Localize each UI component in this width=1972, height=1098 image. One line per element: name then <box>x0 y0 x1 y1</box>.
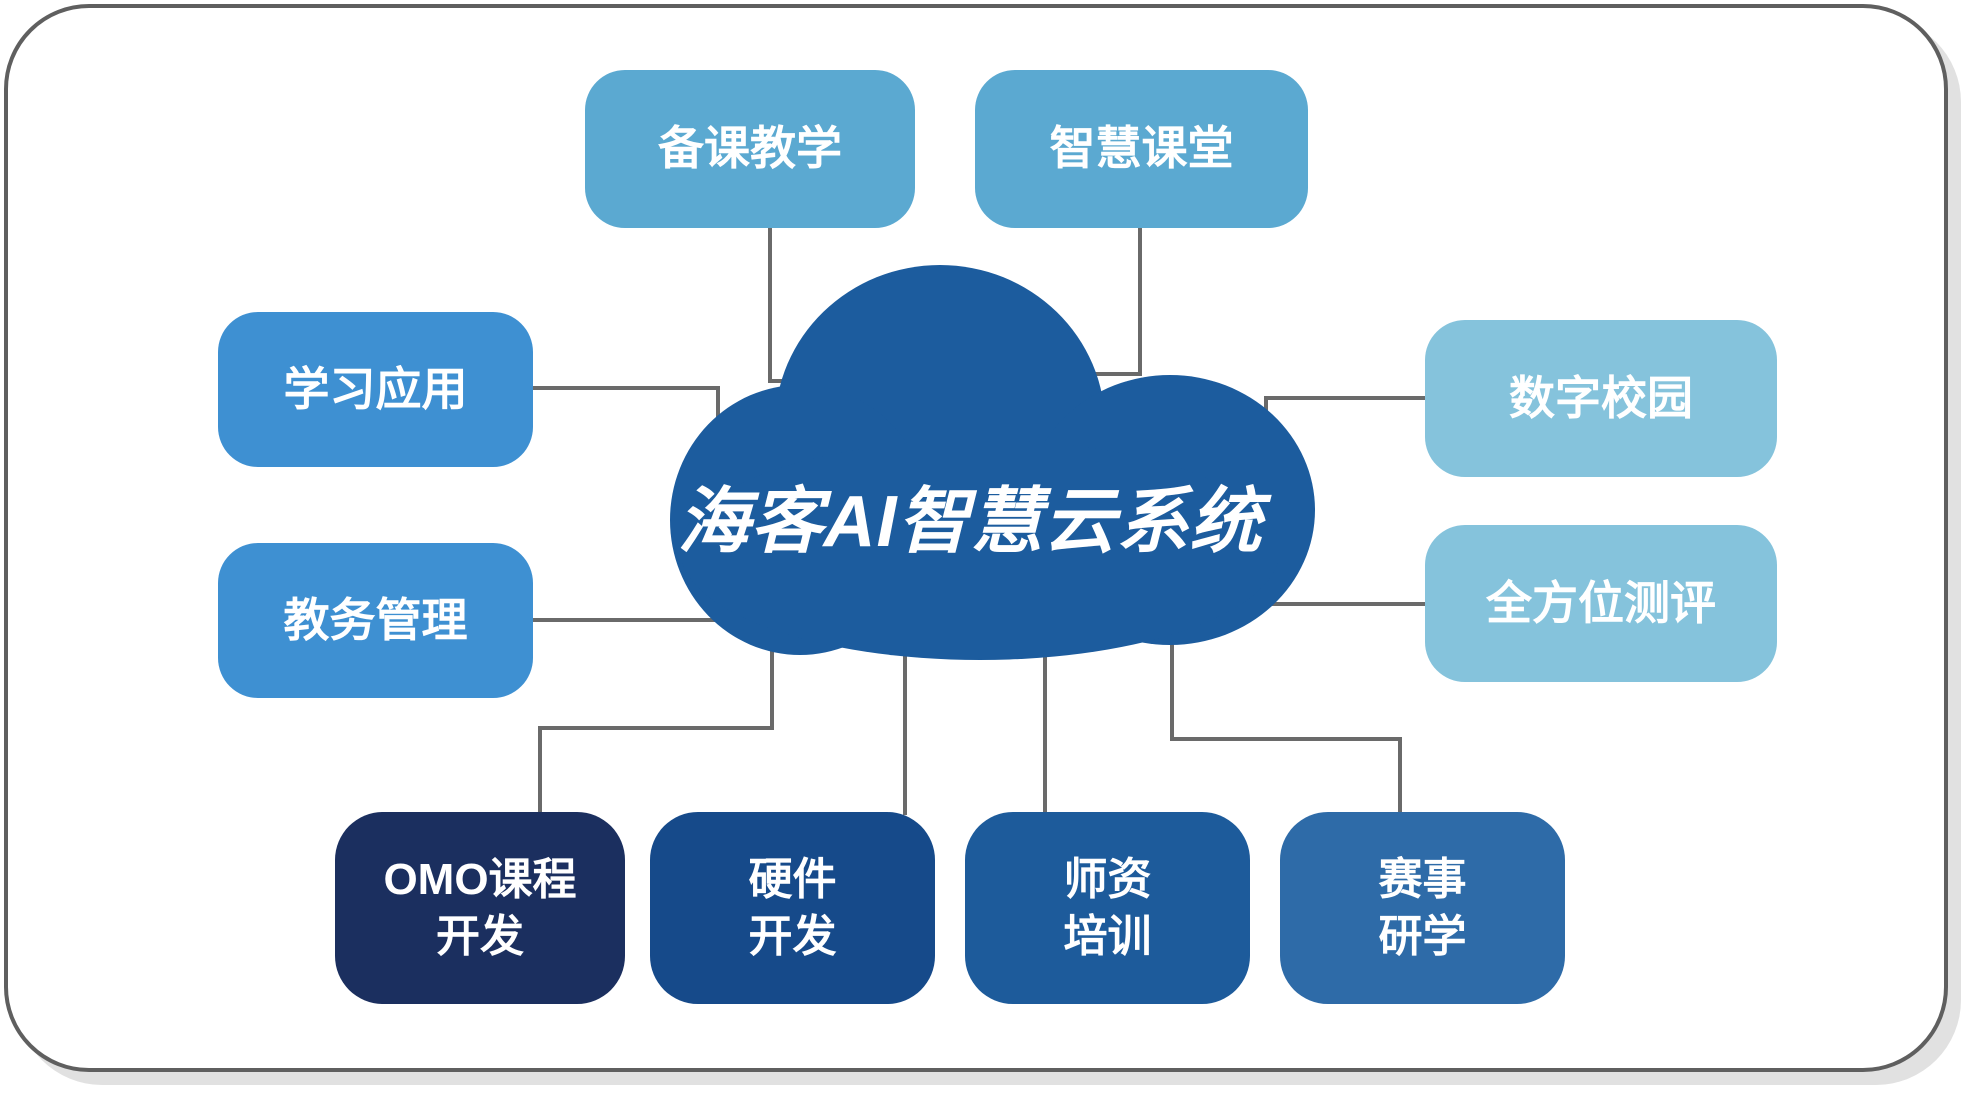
node-omo-course: OMO课程 开发 <box>335 812 625 1004</box>
node-learning-app: 学习应用 <box>218 312 533 467</box>
node-label: 全方位测评 <box>1486 576 1716 629</box>
node-label: 智慧课堂 <box>1049 122 1234 175</box>
node-label: 教务管理 <box>283 593 468 646</box>
node-label: 赛事 研学 <box>1378 854 1467 961</box>
node-evaluation: 全方位测评 <box>1425 525 1777 682</box>
node-label: 师资 培训 <box>1063 854 1152 961</box>
node-teacher-training: 师资 培训 <box>965 812 1250 1004</box>
node-academic-admin: 教务管理 <box>218 543 533 698</box>
node-hardware: 硬件 开发 <box>650 812 935 1004</box>
node-competition: 赛事 研学 <box>1280 812 1565 1004</box>
node-lesson-prep: 备课教学 <box>585 70 915 228</box>
node-label: 备课教学 <box>658 122 842 175</box>
node-smart-classroom: 智慧课堂 <box>975 70 1308 228</box>
cloud-title: 海客AI智慧云系统 <box>677 482 1263 562</box>
node-label: 数字校园 <box>1509 371 1693 424</box>
node-label: 硬件 开发 <box>748 854 837 961</box>
node-label: 学习应用 <box>283 362 468 415</box>
node-label: OMO课程 开发 <box>383 854 577 961</box>
node-digital-campus: 数字校园 <box>1425 320 1777 477</box>
